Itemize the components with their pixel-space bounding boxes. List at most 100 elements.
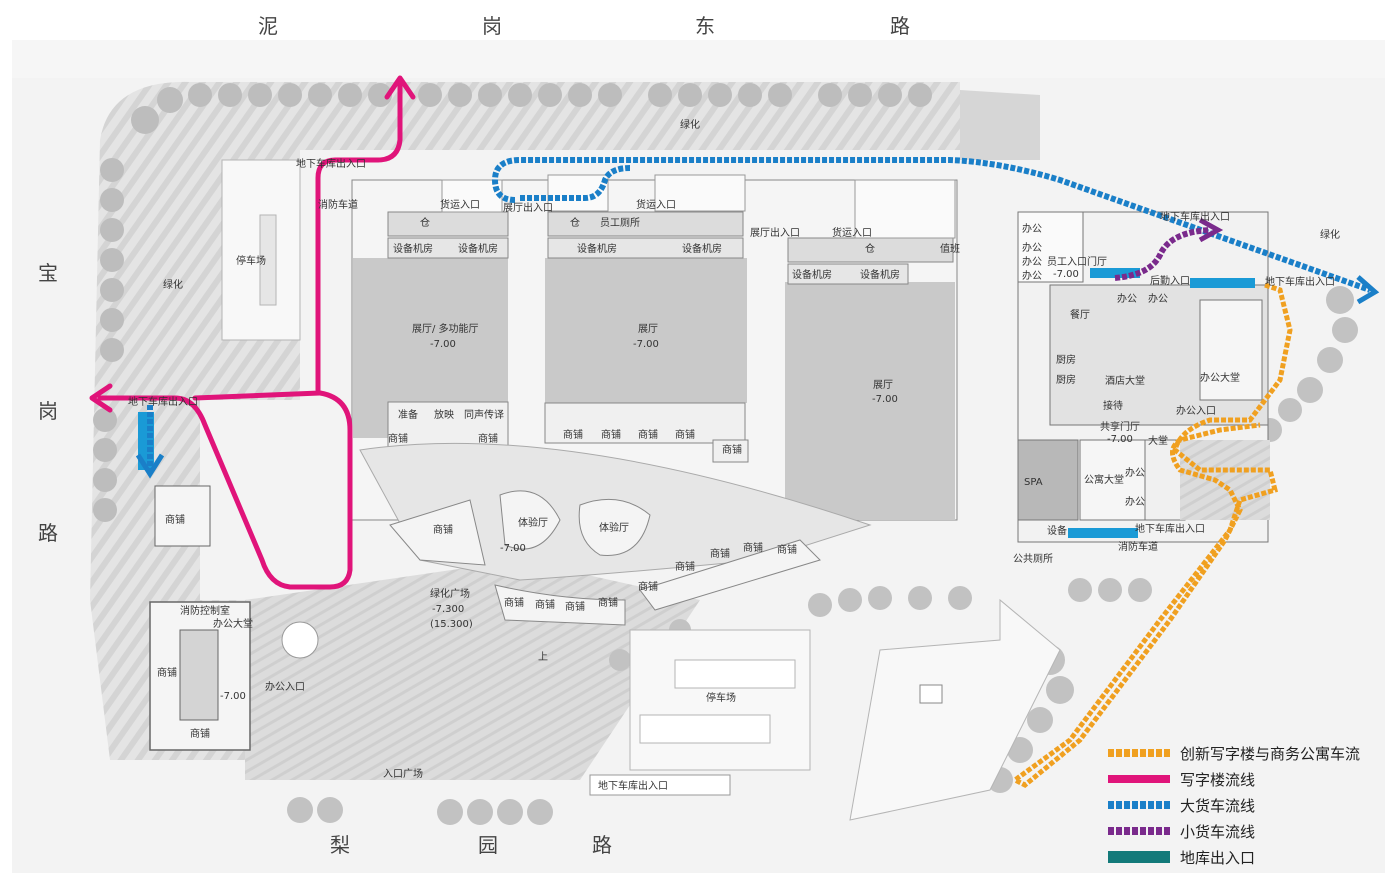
label-interpretation: 同声传译 xyxy=(464,408,504,421)
label-shop-8: 商铺 xyxy=(433,523,453,536)
label-office-2: 办公 xyxy=(1022,241,1042,254)
label-equip-6: 设备机房 xyxy=(860,268,900,281)
label-spa: SPA xyxy=(1024,477,1043,488)
label-fire-road-east: 消防车道 xyxy=(1118,540,1158,553)
label-shop-15: 商铺 xyxy=(535,598,555,611)
label-lobby: 大堂 xyxy=(1148,434,1168,447)
label-duty: 值班 xyxy=(940,242,960,255)
legend-label-small-truck-flow: 小货车流线 xyxy=(1180,822,1256,841)
label-office-6: 办公 xyxy=(1148,292,1168,305)
shop-sw xyxy=(154,485,211,547)
label-equip-4: 设备机房 xyxy=(682,242,722,255)
office-flow xyxy=(97,82,403,590)
label-warehouse-2: 仓 xyxy=(570,216,580,229)
label-shop-12: 商铺 xyxy=(675,560,695,573)
truck-flow xyxy=(147,157,1372,470)
office-flow-arrow-north xyxy=(384,75,416,100)
label-level-tower: -7.00 xyxy=(220,691,246,702)
label-plaza-level: -7.300 xyxy=(432,604,464,615)
label-level-hall-middle: -7.00 xyxy=(633,339,659,350)
label-parking-nw: 停车场 xyxy=(236,254,266,267)
label-equip-2: 设备机房 xyxy=(458,242,498,255)
label-garage-exit-east1: 地下车库出入口 xyxy=(1160,210,1230,223)
label-equipment: 设备 xyxy=(1047,524,1067,537)
label-shop-sw: 商铺 xyxy=(165,513,185,526)
label-logistics-entrance: 后勤入口 xyxy=(1150,274,1190,287)
label-garage-exit-south: 地下车库出入口 xyxy=(598,779,668,792)
label-office-8: 办公 xyxy=(1125,495,1145,508)
label-warehouse-3: 仓 xyxy=(865,242,875,255)
label-hall-middle: 展厅 xyxy=(638,323,658,335)
road-south-char-3: 路 xyxy=(592,833,612,857)
label-shop-5: 商铺 xyxy=(638,428,658,441)
label-kitchen-1: 厨房 xyxy=(1056,353,1076,366)
legend-swatch-truck-flow xyxy=(1108,801,1170,809)
label-shop-2: 商铺 xyxy=(478,432,498,445)
label-shop-1: 商铺 xyxy=(388,432,408,445)
label-projection: 放映 xyxy=(434,408,454,421)
south-parking xyxy=(629,629,811,771)
label-restaurant: 餐厅 xyxy=(1070,308,1090,321)
tree-row-west xyxy=(93,158,124,522)
label-shared-hall: 共享门厅 xyxy=(1100,420,1140,433)
label-equip-3: 设备机房 xyxy=(577,242,617,255)
legend-swatch-small-truck-flow xyxy=(1108,827,1170,835)
label-warehouse-1: 仓 xyxy=(420,216,430,229)
legend-swatch-apartment-flow xyxy=(1108,749,1170,757)
tree-row-south xyxy=(287,578,1152,825)
label-hall-exit-2: 展厅出入口 xyxy=(750,226,800,239)
label-hotel-lobby: 酒店大堂 xyxy=(1105,374,1145,387)
label-fire-road-north: 消防车道 xyxy=(318,198,358,211)
label-prep: 准备 xyxy=(398,408,418,421)
label-equip-1: 设备机房 xyxy=(393,242,433,255)
legend-label-truck-flow: 大货车流线 xyxy=(1180,796,1256,815)
label-garage-exit-east3: 地下车库出入口 xyxy=(1135,522,1205,535)
label-equip-5: 设备机房 xyxy=(792,268,832,281)
label-green-plaza: 绿化广场 xyxy=(430,587,470,600)
label-shop-14: 商铺 xyxy=(504,596,524,609)
legend-swatch-garage-entry xyxy=(1108,851,1170,863)
legend-item-small-truck-flow: 小货车流线 xyxy=(1108,818,1383,844)
label-parking-south: 停车场 xyxy=(706,691,736,704)
label-shop-tower: 商铺 xyxy=(157,666,177,679)
label-shop-17: 商铺 xyxy=(598,596,618,609)
label-office-5: 办公 xyxy=(1117,292,1137,305)
label-level-shared: -7.00 xyxy=(1107,434,1133,445)
label-shop-7: 商铺 xyxy=(722,443,742,456)
legend: 创新写字楼与商务公寓车流 写字楼流线 大货车流线 小货车流线 地库出入口 xyxy=(1108,740,1383,870)
label-up: 上 xyxy=(538,651,548,663)
se-parking xyxy=(849,598,1061,821)
label-hall-east: 展厅 xyxy=(873,379,893,391)
label-office-lobby-sw: 办公大堂 xyxy=(213,617,253,630)
label-level-staff: -7.00 xyxy=(1053,269,1079,280)
label-office-entrance-sw: 办公入口 xyxy=(265,680,305,693)
label-shop-9: 商铺 xyxy=(710,547,730,560)
label-level-plaza: -7.00 xyxy=(500,543,526,554)
legend-label-garage-entry: 地库出入口 xyxy=(1180,848,1256,867)
office-flow-arrow-west xyxy=(89,383,113,413)
road-north-char-4: 路 xyxy=(890,14,910,38)
road-north-char-3: 东 xyxy=(695,14,715,38)
label-hall-multi: 展厅/ 多功能厅 xyxy=(412,322,479,335)
label-office-entrance-e: 办公入口 xyxy=(1176,404,1216,417)
label-shop-16: 商铺 xyxy=(565,600,585,613)
legend-item-office-flow: 写字楼流线 xyxy=(1108,766,1383,792)
label-office-3: 办公 xyxy=(1022,255,1042,268)
label-kitchen-2: 厨房 xyxy=(1056,373,1076,386)
label-shop-6: 商铺 xyxy=(675,428,695,441)
apartment-flow xyxy=(1010,282,1293,788)
road-south-char-1: 梨 xyxy=(330,833,350,857)
legend-label-apartment-flow: 创新写字楼与商务公寓车流 xyxy=(1180,744,1361,763)
road-north-char-2: 岗 xyxy=(482,14,502,38)
label-level-hall-west: -7.00 xyxy=(430,339,456,350)
label-shop-13: 商铺 xyxy=(638,580,658,593)
road-west-char-2: 岗 xyxy=(38,399,58,423)
road-west-char-3: 路 xyxy=(38,521,58,545)
legend-item-apartment-flow: 创新写字楼与商务公寓车流 xyxy=(1108,740,1383,766)
label-hall-exit-1: 展厅出入口 xyxy=(503,201,553,214)
legend-item-garage-entry: 地库出入口 xyxy=(1108,844,1383,870)
label-office-4: 办公 xyxy=(1022,269,1042,282)
legend-label-office-flow: 写字楼流线 xyxy=(1180,770,1256,789)
label-level-hall-east: -7.00 xyxy=(872,394,898,405)
small-truck-flow xyxy=(1114,227,1211,281)
